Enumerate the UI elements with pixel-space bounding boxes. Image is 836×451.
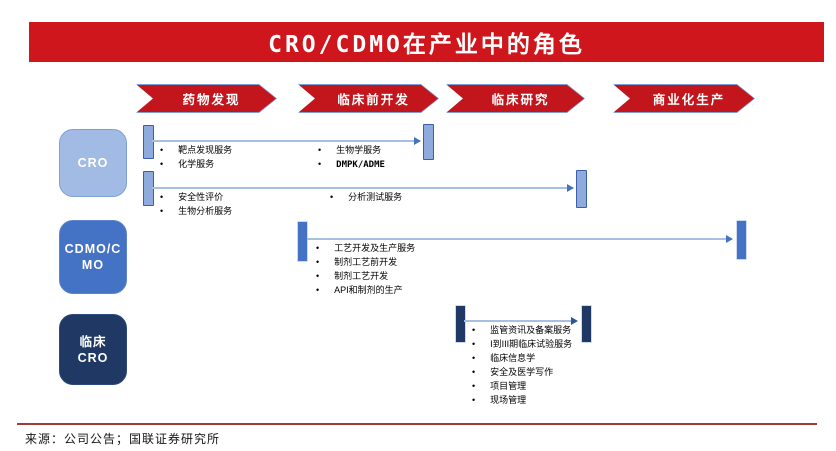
page-title: CRO/CDMO在产业中的角色 <box>29 22 824 62</box>
service-item: 监管资讯及备案服务 <box>472 323 572 337</box>
timeline-line <box>152 140 420 142</box>
phase-arrow-drug-discovery: 药物发现 <box>136 84 277 113</box>
service-item: 现场管理 <box>472 393 572 407</box>
phase-arrow-label: 临床研究 <box>447 85 584 112</box>
timeline-endcap <box>143 125 154 159</box>
service-item: 安全性评价 <box>160 190 232 204</box>
service-item: 制剂工艺开发 <box>316 269 415 283</box>
service-item: 生物分析服务 <box>160 204 232 218</box>
phase-arrow-label: 临床前开发 <box>299 85 438 112</box>
service-list: 靶点发现服务 化学服务 <box>160 143 232 171</box>
service-list: 监管资讯及备案服务 I到III期临床试验服务 临床信息学 安全及医学写作 项目管… <box>472 323 572 407</box>
footer-divider <box>17 423 817 425</box>
service-item: I到III期临床试验服务 <box>472 337 572 351</box>
phase-arrow-label: 药物发现 <box>137 85 276 112</box>
timeline-line <box>464 320 576 322</box>
service-item: 工艺开发及生产服务 <box>316 241 415 255</box>
entity-box-cro: CRO <box>59 129 127 197</box>
service-item: 项目管理 <box>472 379 572 393</box>
phase-arrow-label: 商业化生产 <box>614 85 754 112</box>
phase-arrow-commercial-production: 商业化生产 <box>613 84 755 113</box>
service-item: 生物学服务 <box>318 143 385 157</box>
service-item: 安全及医学写作 <box>472 365 572 379</box>
service-item: 制剂工艺前开发 <box>316 255 415 269</box>
phase-arrow-preclinical: 临床前开发 <box>298 84 439 113</box>
timeline-line <box>152 187 573 189</box>
service-list: 分析测试服务 <box>330 190 402 204</box>
service-list: 工艺开发及生产服务 制剂工艺前开发 制剂工艺开发 API和制剂的生产 <box>316 241 415 297</box>
timeline-endcap <box>736 220 747 260</box>
service-list: 生物学服务 DMPK/ADME <box>318 143 385 172</box>
service-item: 临床信息学 <box>472 351 572 365</box>
service-list: 安全性评价 生物分析服务 <box>160 190 232 218</box>
arrow-right-icon <box>414 137 421 145</box>
timeline-endcap <box>455 305 466 343</box>
entity-box-cdmo-cmo: CDMO/C MO <box>59 220 127 294</box>
timeline-endcap <box>581 305 592 343</box>
service-item: API和制剂的生产 <box>316 283 415 297</box>
timeline-endcap <box>423 124 434 160</box>
arrow-right-icon <box>567 184 574 192</box>
phase-arrow-clinical-research: 临床研究 <box>446 84 585 113</box>
timeline-line <box>307 238 732 240</box>
timeline-endcap <box>576 170 587 208</box>
entity-box-clinical-cro: 临床 CRO <box>59 314 127 385</box>
service-item: 分析测试服务 <box>330 190 402 204</box>
service-item: 化学服务 <box>160 157 232 171</box>
timeline-endcap <box>297 221 308 262</box>
arrow-right-icon <box>571 317 578 325</box>
service-item: DMPK/ADME <box>318 157 385 172</box>
service-item: 靶点发现服务 <box>160 143 232 157</box>
source-note: 来源：公司公告；国联证券研究所 <box>25 432 221 446</box>
arrow-right-icon <box>726 235 733 243</box>
